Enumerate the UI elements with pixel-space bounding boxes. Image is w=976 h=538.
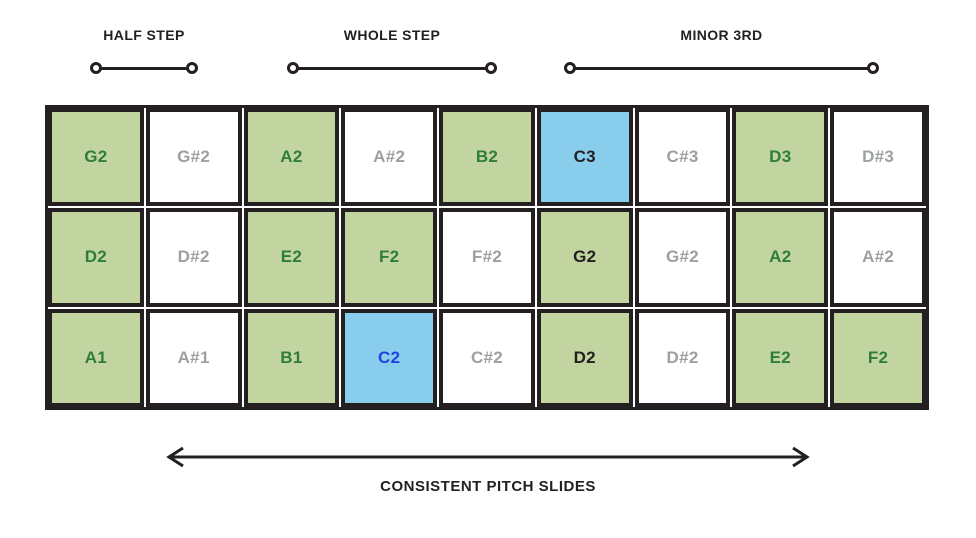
whole-step-label: WHOLE STEP: [343, 27, 441, 43]
note-cell-fs2-r2: F#2: [439, 208, 535, 307]
note-cell-a1-r3: A1: [48, 308, 144, 407]
note-cell-ds2-r2: D#2: [145, 208, 242, 307]
note-cell-b2-r1: B2: [439, 108, 535, 207]
minor-3rd-connector: [564, 62, 879, 74]
connector-line: [101, 66, 187, 70]
note-cell-as2-r1: A#2: [341, 108, 438, 207]
double-arrow-icon: [166, 446, 810, 468]
connector-line: [298, 66, 486, 70]
note-cell-d3-r1: D3: [732, 108, 829, 207]
whole-step-connector: [287, 62, 497, 74]
note-cell-gs2-r2: G#2: [634, 208, 731, 307]
note-cell-f2-r2: F2: [341, 208, 438, 307]
note-cell-e2-r2: E2: [243, 208, 340, 307]
note-cell-as2-r2: A#2: [830, 208, 926, 307]
note-cell-ds3-r1: D#3: [830, 108, 926, 207]
endpoint-dot-icon: [186, 62, 198, 74]
note-cell-ds2-r3: D#2: [634, 308, 731, 407]
note-cell-cs3-r1: C#3: [634, 108, 731, 207]
endpoint-dot-icon: [287, 62, 299, 74]
note-cell-a2-r1: A2: [243, 108, 340, 207]
half-step-connector: [90, 62, 198, 74]
endpoint-dot-icon: [564, 62, 576, 74]
note-cell-c3-r1: C3: [536, 108, 633, 207]
note-pad-grid: G2 G#2 A2 A#2 B2 C3 C#3 D3 D#3 D2 D#2 E2…: [45, 105, 929, 410]
note-cell-e2-r3: E2: [732, 308, 829, 407]
note-cell-c2-r3: C2: [341, 308, 438, 407]
note-cell-g2-r2: G2: [536, 208, 633, 307]
minor-3rd-label: MINOR 3RD: [680, 27, 763, 43]
note-cell-cs2-r3: C#2: [439, 308, 535, 407]
note-cell-gs2-r1: G#2: [145, 108, 242, 207]
note-cell-g2-r1: G2: [48, 108, 144, 207]
consistent-pitch-slides-label: CONSISTENT PITCH SLIDES: [380, 478, 596, 495]
note-cell-d2-r3: D2: [536, 308, 633, 407]
note-cell-f2-r3: F2: [830, 308, 926, 407]
note-cell-d2-r2: D2: [48, 208, 144, 307]
endpoint-dot-icon: [867, 62, 879, 74]
note-cell-as1-r3: A#1: [145, 308, 242, 407]
note-cell-a2-r2: A2: [732, 208, 829, 307]
connector-line: [575, 66, 868, 70]
half-step-label: HALF STEP: [103, 27, 185, 43]
endpoint-dot-icon: [485, 62, 497, 74]
note-cell-b1-r3: B1: [243, 308, 340, 407]
endpoint-dot-icon: [90, 62, 102, 74]
